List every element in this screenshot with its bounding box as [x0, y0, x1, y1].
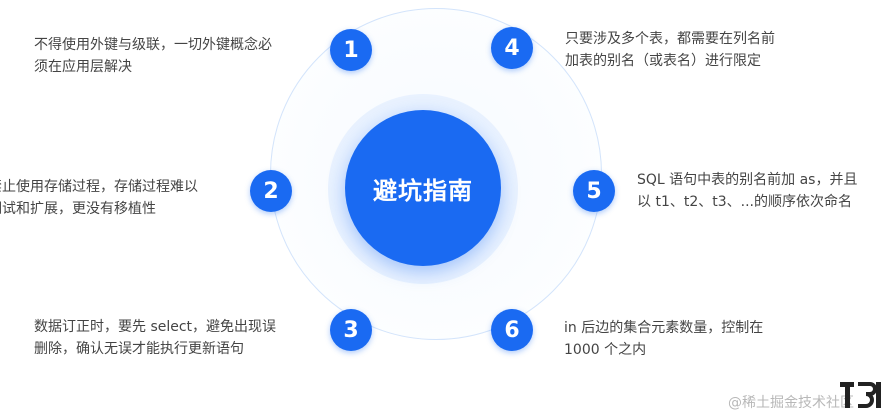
- node-1: 1: [330, 29, 372, 71]
- item-4-line-1: 只要涉及多个表，都需要在列名前: [565, 31, 775, 47]
- item-2-line-1: 禁止使用存储过程，存储过程难以: [0, 179, 198, 195]
- node-6: 6: [491, 309, 533, 351]
- item-1-line-2: 须在应用层解决: [34, 59, 132, 75]
- item-2-line-2: 调试和扩展，更没有移植性: [0, 201, 156, 217]
- item-1-line-1: 不得使用外键与级联，一切外键概念必: [34, 37, 272, 53]
- node-4: 4: [491, 27, 533, 69]
- item-1-text: 不得使用外键与级联，一切外键概念必 须在应用层解决: [34, 34, 272, 78]
- item-3-line-2: 删除，确认无误才能执行更新语句: [34, 341, 244, 357]
- center-title: 避坑指南: [373, 176, 473, 205]
- watermark-text: @稀土掘金技术社区: [728, 395, 854, 411]
- node-3: 3: [330, 309, 372, 351]
- node-2: 2: [250, 170, 292, 212]
- center-circle: 避坑指南: [345, 110, 501, 266]
- item-3-line-1: 数据订正时，要先 select，避免出现误: [34, 319, 277, 335]
- item-2-text: 禁止使用存储过程，存储过程难以 调试和扩展，更没有移植性: [0, 176, 198, 220]
- item-6-line-2: 1000 个之内: [564, 342, 647, 358]
- item-4-text: 只要涉及多个表，都需要在列名前 加表的别名（或表名）进行限定: [565, 28, 775, 72]
- item-3-text: 数据订正时，要先 select，避免出现误 删除，确认无误才能执行更新语句: [34, 316, 276, 360]
- watermark-logo-icon: [840, 382, 881, 408]
- item-5-line-1: SQL 语句中表的别名前加 as，并且: [637, 172, 858, 188]
- node-5: 5: [573, 170, 615, 212]
- item-5-text: SQL 语句中表的别名前加 as，并且 以 t1、t2、t3、...的顺序依次命…: [637, 169, 857, 213]
- item-6-line-1: in 后边的集合元素数量，控制在: [564, 320, 764, 336]
- item-6-text: in 后边的集合元素数量，控制在 1000 个之内: [564, 317, 763, 361]
- item-4-line-2: 加表的别名（或表名）进行限定: [565, 53, 761, 69]
- item-5-line-2: 以 t1、t2、t3、...的顺序依次命名: [637, 194, 852, 210]
